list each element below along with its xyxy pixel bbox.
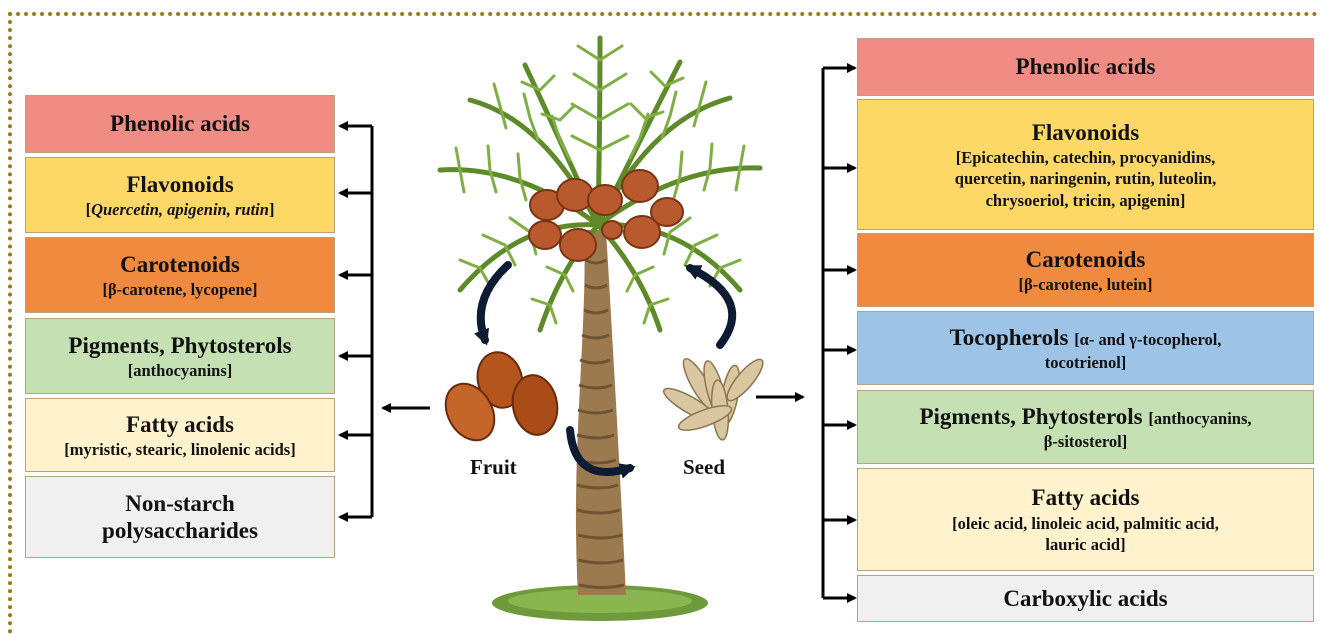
seed-fatty-acids-box: Fatty acids [oleic acid, linoleic acid, … xyxy=(857,468,1314,571)
seed-carboxylic-acids-box: Carboxylic acids xyxy=(857,575,1314,622)
fruit-fatty-acids-title: Fatty acids xyxy=(126,411,234,438)
seed-tocopherols-inline: [α- and γ-tocopherol, xyxy=(1074,330,1221,349)
right-bracket xyxy=(756,68,855,598)
seed-fatty-acids-title: Fatty acids xyxy=(1032,484,1140,511)
left-bracket xyxy=(340,126,430,517)
seed-tocopherols-box: Tocopherols [α- and γ-tocopherol, tocotr… xyxy=(857,311,1314,385)
fruit-carotenoids-title: Carotenoids xyxy=(120,251,240,278)
fruit-pigments-title: Pigments, Phytosterols xyxy=(68,332,291,359)
fruit-polysaccharides-line2: polysaccharides xyxy=(102,517,258,544)
fruit-flavonoids-title: Flavonoids xyxy=(126,171,233,198)
seed-pigments-row: Pigments, Phytosterols [anthocyanins, xyxy=(919,403,1251,430)
seed-carotenoids-box: Carotenoids [β-carotene, lutein] xyxy=(857,233,1314,307)
seed-pigments-sub: β-sitosterol] xyxy=(1044,432,1128,451)
fruit-dates xyxy=(436,347,562,449)
seed-pigments-inline: [anthocyanins, xyxy=(1148,409,1251,428)
seed-label: Seed xyxy=(683,455,725,480)
fruit-flavonoids-box: Flavonoids [Quercetin, apigenin, rutin] xyxy=(25,157,335,233)
fruit-fatty-acids-sub: [myristic, stearic, linolenic acids] xyxy=(64,440,295,459)
seed-flavonoids-line2: quercetin, naringenin, rutin, luteolin, xyxy=(955,169,1216,188)
fruit-carotenoids-sub: [β-carotene, lycopene] xyxy=(102,280,257,299)
seed-carboxylic-acids-title: Carboxylic acids xyxy=(1003,585,1167,612)
seed-carotenoids-sub: [β-carotene, lutein] xyxy=(1019,275,1153,294)
fruit-label: Fruit xyxy=(470,455,517,480)
seed-tocopherols-title: Tocopherols xyxy=(950,325,1069,350)
seed-tocopherols-sub: tocotrienol] xyxy=(1045,353,1127,372)
fruit-fatty-acids-box: Fatty acids [myristic, stearic, linoleni… xyxy=(25,398,335,472)
seed-pigments-title: Pigments, Phytosterols xyxy=(919,404,1142,429)
palm-trunk xyxy=(576,230,626,595)
fruit-phenolic-acids-title: Phenolic acids xyxy=(110,110,250,137)
seed-fatty-acids-line1: [oleic acid, linoleic acid, palmitic aci… xyxy=(952,514,1219,533)
fruit-flavonoids-sub: [Quercetin, apigenin, rutin] xyxy=(86,200,275,219)
fruit-pigments-sub: [anthocyanins] xyxy=(128,361,233,380)
seed-pile xyxy=(660,355,768,441)
fruit-phenolic-acids-box: Phenolic acids xyxy=(25,95,335,153)
seed-carotenoids-title: Carotenoids xyxy=(1026,246,1146,273)
fruit-carotenoids-box: Carotenoids [β-carotene, lycopene] xyxy=(25,237,335,313)
fruit-pigments-box: Pigments, Phytosterols [anthocyanins] xyxy=(25,318,335,394)
seed-phenolic-acids-box: Phenolic acids xyxy=(857,38,1314,96)
seed-flavonoids-title: Flavonoids xyxy=(1032,119,1139,146)
fruit-polysaccharides-line1: Non-starch xyxy=(125,490,234,517)
seed-flavonoids-line3: chrysoeriol, tricin, apigenin] xyxy=(986,191,1186,210)
seed-flavonoids-line1: [Epicatechin, catechin, procyanidins, xyxy=(956,148,1216,167)
seed-phenolic-acids-title: Phenolic acids xyxy=(1016,53,1156,80)
seed-flavonoids-box: Flavonoids [Epicatechin, catechin, procy… xyxy=(857,99,1314,230)
seed-fatty-acids-line2: lauric acid] xyxy=(1045,535,1125,554)
fruit-polysaccharides-box: Non-starch polysaccharides xyxy=(25,476,335,558)
seed-pigments-box: Pigments, Phytosterols [anthocyanins, β-… xyxy=(857,390,1314,464)
seed-tocopherols-row: Tocopherols [α- and γ-tocopherol, xyxy=(950,324,1222,351)
